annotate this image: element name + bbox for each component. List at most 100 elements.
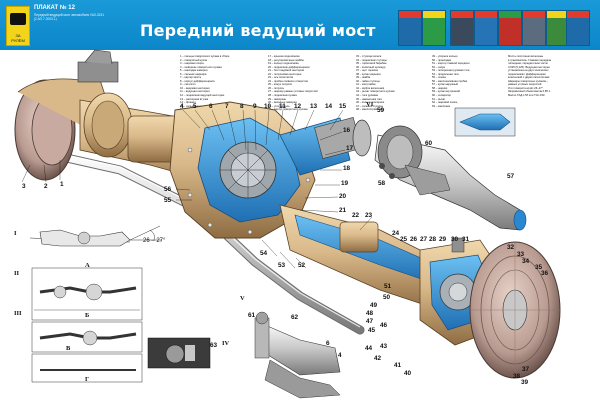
legend-item: конический с двумя сателлитами. xyxy=(508,76,551,80)
callout-23: 23 xyxy=(365,212,373,219)
magazine-cover xyxy=(498,10,522,46)
legend-item: 20 – подшипник дифференциала xyxy=(268,65,310,69)
callout-13: 13 xyxy=(310,103,318,110)
legend-item: 63 – масленка xyxy=(432,104,450,108)
page-title: Передний ведущий мост xyxy=(140,21,376,40)
legend-item: 2 – поворотный кулак xyxy=(180,58,207,62)
legend-item: 50 – прокладка xyxy=(432,58,451,62)
callout-40: 40 xyxy=(404,370,412,377)
steering-angle-dimension: 26 – 27° xyxy=(143,238,166,244)
callout-30: 30 xyxy=(451,236,459,243)
legend-item: 3 – шаровая опора xyxy=(180,62,204,66)
legend-item: 13 – распорная втулка xyxy=(180,97,209,101)
legend-item: установлена на двух конических xyxy=(508,69,549,73)
legend-item: 49 – упорное кольцо xyxy=(432,55,458,58)
legend-item: 41 – контргайка xyxy=(356,83,376,87)
callout-10: 10 xyxy=(264,103,272,110)
view-II-III-schematic xyxy=(31,267,143,383)
callout-45: 45 xyxy=(368,327,376,334)
legend-item: 62 – шаровой палец xyxy=(432,101,458,105)
legend-item: 22 – полуосевая шестерня xyxy=(268,72,302,76)
legend-item: 14 – фланец xyxy=(180,101,196,105)
magazine-cover xyxy=(450,10,474,46)
legend-item: 55 – сошка xyxy=(432,76,446,80)
view-label-II: II xyxy=(14,270,20,277)
callout-6b: 6 xyxy=(326,340,330,347)
callout-52: 52 xyxy=(298,262,306,269)
view-IV-inset xyxy=(147,337,211,369)
legend-item: 60 – сепаратор xyxy=(432,94,451,98)
legend-item: 12 – подшипник ведущей шестерни xyxy=(180,94,225,98)
legend-item: 37 – щит тормоза xyxy=(356,69,378,73)
legend-item: 9 – сателлит xyxy=(180,83,196,87)
legend-item: 17 – крышка подшипника xyxy=(268,55,300,58)
magazine-cover xyxy=(422,10,446,46)
callout-24: 24 xyxy=(392,230,400,237)
legend-item: 23 – ось сателлитов xyxy=(268,76,294,80)
legend-item: 57 – кулак наружный xyxy=(432,83,458,87)
legend-item: 34 – подшипник ступицы xyxy=(356,58,387,62)
callout-25: 25 xyxy=(400,236,408,243)
legend-item: 46 – кольцо стопорное xyxy=(356,101,385,105)
legend-item: 6 – сальник шарнира xyxy=(180,72,207,76)
legend-item: 5 – накладка шкворня xyxy=(180,69,208,73)
callout-43: 43 xyxy=(380,343,388,350)
legend-item: 45 – наконечник тяги xyxy=(356,97,383,101)
legend-item: подшипниках. Дифференциал xyxy=(508,72,546,76)
callout-26: 26 xyxy=(410,236,418,243)
callout-32: 32 xyxy=(507,244,515,251)
callout-31: 31 xyxy=(462,236,470,243)
callout-53: 53 xyxy=(278,262,286,269)
callout-39: 39 xyxy=(521,379,529,386)
callout-3: 3 xyxy=(22,183,26,190)
view-label-V: V xyxy=(240,295,245,302)
magazine-covers xyxy=(398,10,590,46)
callout-61: 61 xyxy=(248,312,256,319)
legend-item: Мосты постоянно включены xyxy=(508,55,544,58)
callout-33: 33 xyxy=(517,251,525,258)
legend-item: 35 – тормозной барабан xyxy=(356,62,387,66)
callout-27: 27 xyxy=(420,236,428,243)
view-label-B: Б xyxy=(85,312,90,319)
legend-item: в трансмиссию. Главная передача xyxy=(508,58,552,62)
legend-item: Шарниры поворотных кулаков – xyxy=(508,79,549,83)
callout-4: 4 xyxy=(180,103,184,110)
view-label-V2: В xyxy=(66,345,71,352)
callout-51: 51 xyxy=(384,283,392,290)
view-label-A: А xyxy=(85,262,90,269)
callout-21: 21 xyxy=(339,207,347,214)
callout-28: 28 xyxy=(429,236,437,243)
legend-item: 1 – пальцы поворотного кулака в сборе xyxy=(180,55,230,58)
legend-item: 39 – шайба xyxy=(356,76,371,80)
callout-54: 54 xyxy=(260,250,268,257)
legend-item: Угол поворота колёс 26–27°. xyxy=(508,86,544,90)
legend-item: 26 – полуось xyxy=(268,86,284,90)
legend-item: 53 – поперечная рулевая тяга xyxy=(432,69,470,73)
legend-item: 29 – шкворень xyxy=(268,97,287,101)
callout-6: 6 xyxy=(209,103,213,110)
callout-14: 14 xyxy=(325,103,333,110)
callout-60: 60 xyxy=(425,140,433,147)
legend-item: 27 – шарнир равных угловых скоростей xyxy=(268,90,318,94)
view-label-G: Г xyxy=(85,376,90,383)
callout-38: 38 xyxy=(513,373,521,380)
plakat-number: ПЛАКАТ № 12 xyxy=(34,5,75,11)
legend-item: 54 – продольная тяга xyxy=(432,72,459,76)
callout-22: 22 xyxy=(352,212,360,219)
callout-4b: 4 xyxy=(338,352,342,359)
magazine-cover xyxy=(398,10,422,46)
callout-48: 48 xyxy=(366,310,374,317)
callout-62: 62 xyxy=(291,314,299,321)
legend-item: 52 – сапун xyxy=(432,65,446,69)
magazine-cover xyxy=(566,10,590,46)
callout-44: 44 xyxy=(365,345,373,352)
legend-item: 10 – ведомая шестерня xyxy=(180,86,210,90)
legend-item: 11 – ведущая шестерня xyxy=(180,90,210,94)
view-label-I: I xyxy=(14,230,17,237)
